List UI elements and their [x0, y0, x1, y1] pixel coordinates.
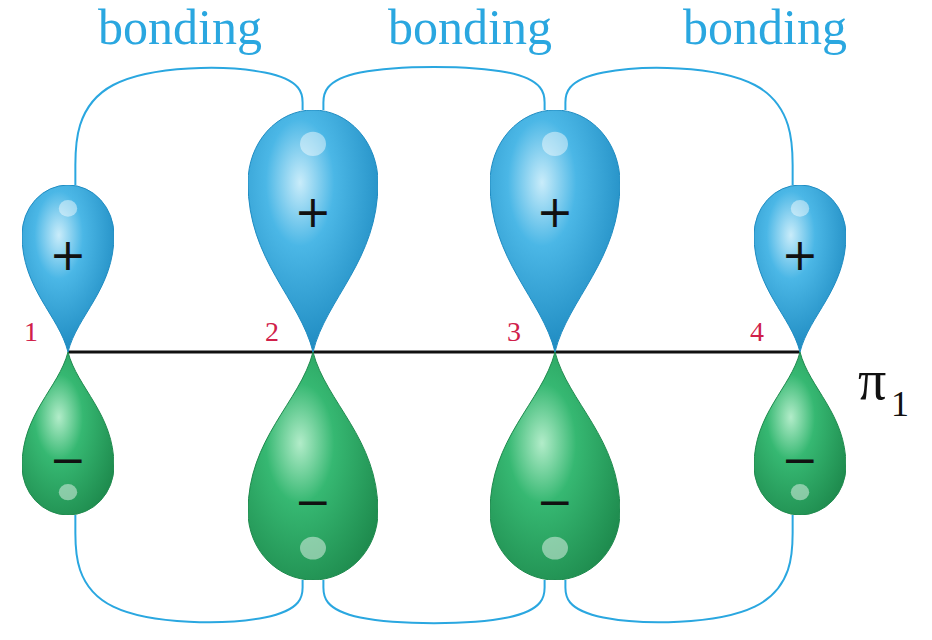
lobe-shape: [22, 352, 114, 515]
positive-lobe: +: [490, 110, 620, 352]
minus-sign: −: [782, 438, 819, 482]
bonding-label: bonding: [683, 2, 847, 52]
lobe-fill: [490, 352, 620, 580]
lobe-highlight: [300, 132, 326, 156]
minus-sign: −: [295, 480, 332, 524]
bonding-label: bonding: [98, 2, 262, 52]
lobe-shape: [754, 352, 846, 515]
negative-lobe: −: [248, 352, 378, 580]
lobe-highlight: [59, 200, 77, 217]
lobe-fill: [22, 352, 114, 515]
positive-lobe: +: [248, 110, 378, 352]
lobe-highlight: [59, 484, 77, 500]
lobe-highlight: [300, 537, 326, 560]
atom-number: 3: [507, 318, 521, 346]
negative-lobe: −: [22, 352, 114, 515]
negative-lobe: −: [490, 352, 620, 580]
molecular-axis: [68, 351, 800, 354]
plus-sign: +: [537, 190, 574, 234]
plus-sign: +: [782, 233, 819, 277]
plus-sign: +: [295, 190, 332, 234]
positive-lobe: +: [754, 185, 846, 352]
lobe-highlight: [791, 200, 809, 217]
lobe-fill: [248, 352, 378, 580]
lobe-shape: [248, 352, 378, 580]
lobe-fill: [490, 110, 620, 352]
overlap-arc: [323, 67, 544, 110]
atom-number: 4: [750, 318, 764, 346]
atom-number: 2: [265, 318, 279, 346]
orbital-subscript: 1: [891, 386, 909, 422]
lobe-fill: [754, 185, 846, 352]
minus-sign: −: [50, 438, 87, 482]
atom-number: 1: [24, 318, 38, 346]
lobe-fill: [22, 185, 114, 352]
negative-lobe: −: [754, 352, 846, 515]
lobe-highlight: [791, 484, 809, 500]
lobe-shape: [490, 352, 620, 580]
lobe-fill: [248, 110, 378, 352]
lobe-highlight: [542, 537, 568, 560]
plus-sign: +: [50, 233, 87, 277]
bonding-label: bonding: [388, 2, 552, 52]
lobe-highlight: [542, 132, 568, 156]
lobe-fill: [754, 352, 846, 515]
minus-sign: −: [537, 480, 574, 524]
overlap-arc: [323, 580, 544, 623]
orbital-symbol: π: [858, 352, 886, 408]
